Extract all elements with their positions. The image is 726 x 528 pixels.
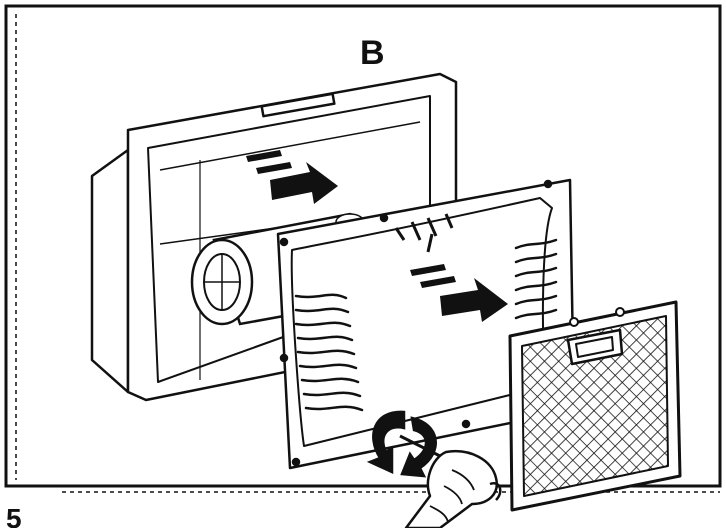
curved-rotation-arrow-icon [366, 410, 437, 478]
grease-filter [508, 300, 682, 512]
section-label: B [360, 34, 385, 72]
panel-louvres-right [514, 238, 558, 320]
hand-glove [404, 449, 502, 528]
panel-louvres-left [294, 293, 364, 412]
panel-frame [4, 4, 722, 493]
airflow-arrow-icon [410, 264, 508, 322]
front-panel [276, 178, 576, 470]
airflow-arrow-icon [246, 150, 338, 204]
step-number: 5 [6, 503, 22, 528]
